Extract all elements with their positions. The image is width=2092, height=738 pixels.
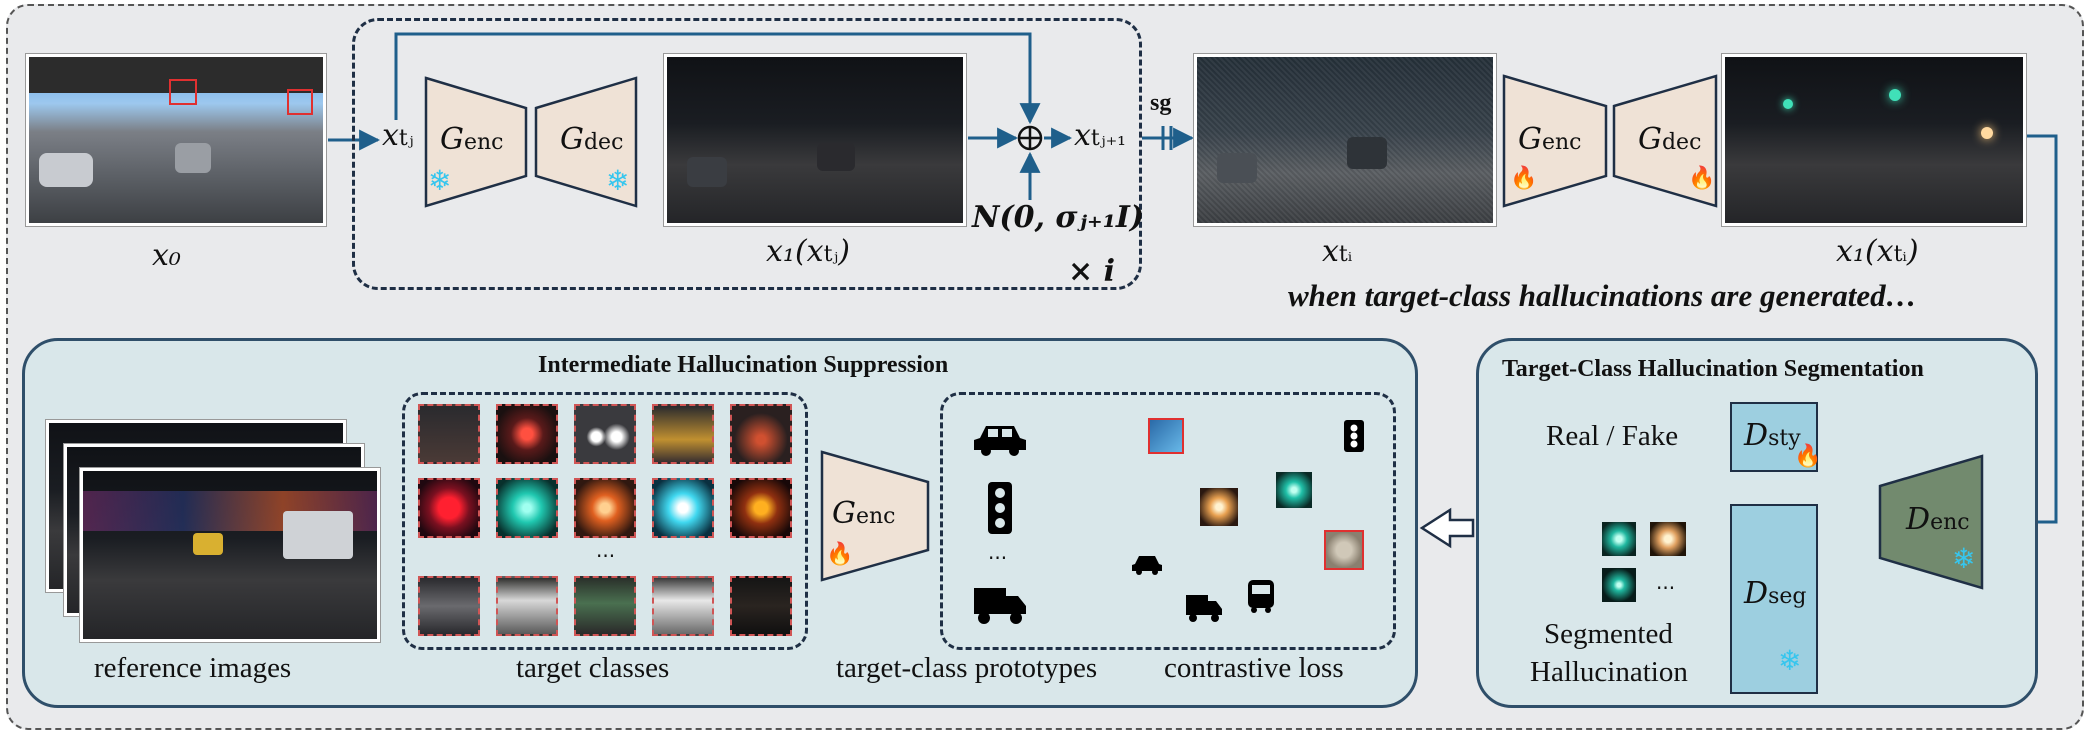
target-class-thumb <box>418 404 480 464</box>
contrast-anchor-orange <box>1200 488 1238 526</box>
label-genc-ihs: Genc <box>832 496 896 531</box>
discriminator-segmentation-head <box>1730 504 1818 694</box>
target-class-thumb <box>496 404 558 464</box>
fire-icon: 🔥 <box>1510 166 1538 191</box>
label-denc: Denc <box>1906 502 1970 537</box>
generator-encoder-frozen <box>424 76 528 208</box>
target-class-thumb <box>574 576 636 636</box>
target-class-thumb <box>496 576 558 636</box>
seg-sample-teal-small <box>1602 568 1636 602</box>
car-icon <box>974 426 1026 456</box>
label-x0: x₀ <box>152 238 181 273</box>
caption-when: when target-class hallucinations are gen… <box>1288 278 1917 313</box>
tchs-title: Target-Class Hallucination Segmentation <box>1502 356 1924 382</box>
prototypes-contrastive-box <box>940 392 1396 650</box>
target-class-thumb <box>418 576 480 636</box>
discriminator-style-head <box>1730 402 1818 472</box>
image-x1-xti <box>1722 54 2026 226</box>
caption-target-classes: target classes <box>516 652 670 684</box>
fire-icon: 🔥 <box>1688 166 1716 191</box>
target-class-thumb <box>730 404 792 464</box>
label-xtj1: xtⱼ₊₁ <box>1074 118 1127 153</box>
label-real-fake: Real / Fake <box>1546 420 1679 452</box>
label-times-i: × i <box>1068 254 1115 289</box>
label-dseg: Dseg <box>1744 576 1807 611</box>
prototypes-ellipsis: ··· <box>988 546 1008 570</box>
contrast-anchor-teal <box>1276 472 1312 508</box>
generator-decoder-frozen <box>534 76 638 208</box>
generator-decoder-trainable <box>1612 74 1718 208</box>
image-x1-xtj <box>664 54 966 226</box>
target-class-thumb <box>574 404 636 464</box>
truck-icon <box>1186 595 1222 622</box>
contrast-sample-gray <box>1324 530 1364 570</box>
snowflake-icon: ❄ <box>428 164 452 197</box>
label-gdec-frozen: Gdec <box>560 122 624 157</box>
seg-sample-orange <box>1650 522 1686 556</box>
label-noise: N(0, σⱼ₊₁I) <box>972 200 1145 235</box>
label-dsty: Dsty <box>1744 418 1801 453</box>
generator-encoder-ihs <box>820 450 930 582</box>
label-xtj: xtⱼ <box>382 118 414 153</box>
snowflake-icon: ❄ <box>606 164 630 197</box>
caption-hallucination: Hallucination <box>1530 656 1688 688</box>
car-icon <box>1132 556 1162 575</box>
target-class-thumb <box>652 478 714 538</box>
arrow-skip-line <box>394 32 1041 125</box>
target-class-thumb <box>730 478 792 538</box>
target-class-thumb <box>652 576 714 636</box>
seg-sample-teal <box>1602 522 1636 556</box>
label-x1-xti: x₁(xtᵢ) <box>1836 234 1919 269</box>
reference-image-front <box>80 468 380 642</box>
iteration-loop-box <box>352 18 1142 290</box>
target-class-thumb <box>574 478 636 538</box>
seg-ellipsis: ··· <box>1656 576 1676 600</box>
label-xti: xtᵢ <box>1322 234 1353 269</box>
hollow-arrow <box>1419 507 1475 549</box>
bus-icon <box>1248 580 1274 613</box>
label-genc-trainable: Genc <box>1518 122 1582 157</box>
caption-segmented: Segmented <box>1544 618 1673 650</box>
ihs-title: Intermediate Hallucination Suppression <box>538 352 949 378</box>
label-genc-frozen: Genc <box>440 122 504 157</box>
truck-icon <box>974 588 1026 624</box>
snowflake-icon: ❄ <box>1778 644 1802 677</box>
generator-encoder-trainable <box>1502 74 1608 208</box>
target-class-thumb <box>730 576 792 636</box>
caption-reference-images: reference images <box>94 652 292 684</box>
label-x1-xtj: x₁(xtⱼ) <box>766 234 850 269</box>
caption-contrastive-loss: contrastive loss <box>1164 652 1344 684</box>
image-xti <box>1194 54 1496 226</box>
fire-icon: 🔥 <box>1794 444 1822 469</box>
caption-target-class-prototypes: target-class prototypes <box>836 652 1098 684</box>
fire-icon: 🔥 <box>826 542 854 567</box>
target-class-thumb <box>496 478 558 538</box>
input-image-x0 <box>26 54 326 226</box>
target-classes-ellipsis: ··· <box>596 544 616 568</box>
target-class-thumb <box>418 478 480 538</box>
target-classes-box <box>402 392 808 650</box>
traffic-light-icon <box>1344 420 1364 452</box>
snowflake-icon: ❄ <box>1952 542 1976 575</box>
contrast-sample-blue <box>1148 418 1184 454</box>
traffic-light-icon <box>988 482 1012 534</box>
target-class-thumb <box>652 404 714 464</box>
discriminator-encoder <box>1878 454 1984 590</box>
label-gdec-trainable: Gdec <box>1638 122 1702 157</box>
label-sg: sg <box>1150 90 1172 116</box>
